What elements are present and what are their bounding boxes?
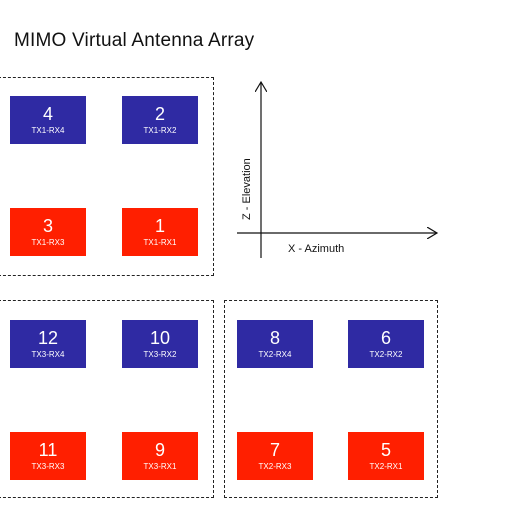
cell-label: TX3-RX4 — [31, 350, 65, 359]
cell-label: TX2-RX4 — [258, 350, 292, 359]
cell-label: TX1-RX1 — [143, 238, 177, 247]
cell-number: 9 — [154, 440, 165, 460]
cell-number: 5 — [380, 440, 391, 460]
cell-label: TX3-RX1 — [143, 462, 177, 471]
axes-diagram: X - Azimuth Z - Elevation — [237, 70, 445, 258]
cell-number: 10 — [149, 328, 171, 348]
cell-number: 8 — [269, 328, 280, 348]
cell-label: TX3-RX3 — [31, 462, 65, 471]
antenna-cell-8: 8 TX2-RX4 — [237, 320, 313, 368]
antenna-cell-10: 10 TX3-RX2 — [122, 320, 198, 368]
antenna-cell-9: 9 TX3-RX1 — [122, 432, 198, 480]
cell-number: 3 — [42, 216, 53, 236]
cell-number: 1 — [154, 216, 165, 236]
antenna-cell-1: 1 TX1-RX1 — [122, 208, 198, 256]
cell-number: 6 — [380, 328, 391, 348]
cell-label: TX2-RX1 — [369, 462, 403, 471]
cell-label: TX1-RX2 — [143, 126, 177, 135]
antenna-cell-4: 4 TX1-RX4 — [10, 96, 86, 144]
cell-label: TX1-RX3 — [31, 238, 65, 247]
cell-number: 11 — [38, 440, 58, 460]
cell-label: TX1-RX4 — [31, 126, 65, 135]
cell-label: TX3-RX2 — [143, 350, 177, 359]
cell-number: 7 — [269, 440, 280, 460]
cell-label: TX2-RX3 — [258, 462, 292, 471]
antenna-cell-12: 12 TX3-RX4 — [10, 320, 86, 368]
tx3-group — [0, 300, 214, 498]
cell-number: 12 — [37, 328, 59, 348]
antenna-cell-11: 11 TX3-RX3 — [10, 432, 86, 480]
x-axis-label: X - Azimuth — [288, 243, 344, 255]
antenna-cell-7: 7 TX2-RX3 — [237, 432, 313, 480]
tx2-group — [224, 300, 438, 498]
cell-label: TX2-RX2 — [369, 350, 403, 359]
diagram-title: MIMO Virtual Antenna Array — [14, 30, 255, 51]
antenna-cell-3: 3 TX1-RX3 — [10, 208, 86, 256]
cell-number: 2 — [154, 104, 165, 124]
antenna-cell-2: 2 TX1-RX2 — [122, 96, 198, 144]
antenna-cell-5: 5 TX2-RX1 — [348, 432, 424, 480]
tx1-group — [0, 77, 214, 276]
z-axis-label: Z - Elevation — [241, 158, 253, 220]
antenna-cell-6: 6 TX2-RX2 — [348, 320, 424, 368]
cell-number: 4 — [42, 104, 53, 124]
